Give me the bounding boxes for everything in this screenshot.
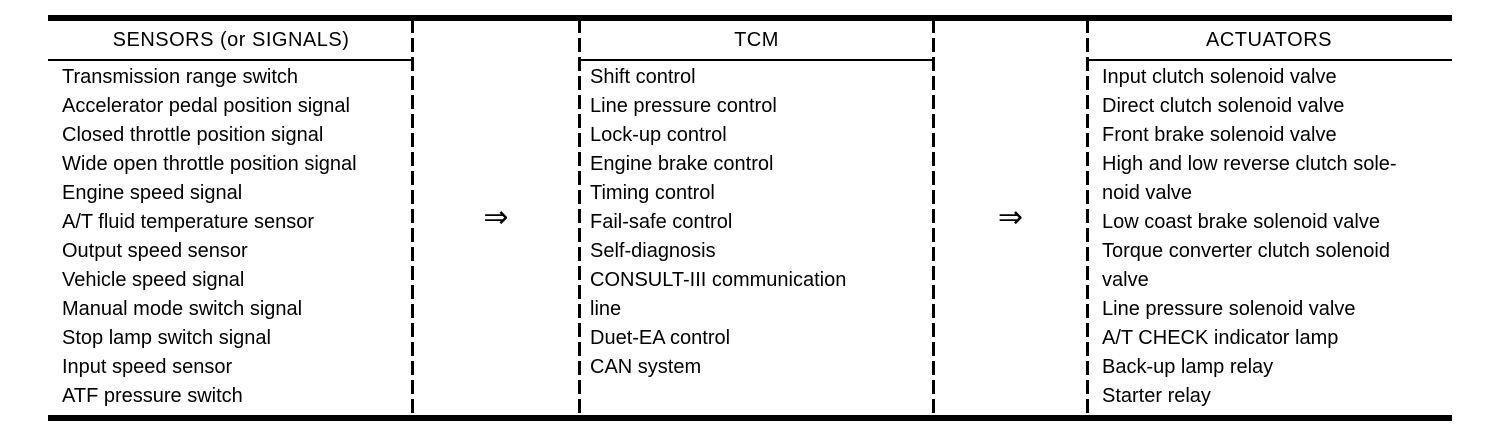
list-line: A/T fluid temperature sensor bbox=[62, 211, 314, 233]
tcm-column-left-divider bbox=[578, 19, 581, 417]
list-line: Vehicle speed signal bbox=[62, 269, 245, 291]
list-line: Low coast brake solenoid valve bbox=[1102, 211, 1380, 233]
list-line: valve bbox=[1102, 269, 1149, 291]
sensors-header-label: SENSORS (or SIGNALS) bbox=[112, 28, 350, 51]
sensors-column-right-divider bbox=[411, 19, 414, 417]
right-double-arrow-icon: ⇒ bbox=[997, 200, 1024, 235]
list-line: Accelerator pedal position signal bbox=[62, 95, 350, 117]
tcm-header-label: TCM bbox=[734, 28, 779, 51]
list-line: Transmission range switch bbox=[62, 66, 299, 88]
list-line: line bbox=[590, 298, 622, 320]
list-line: Shift control bbox=[590, 66, 696, 88]
list-line: Engine brake control bbox=[590, 153, 774, 175]
tcm-to-actuators-arrow-zone: ⇒ bbox=[935, 15, 1086, 421]
actuators-column-header: ACTUATORS bbox=[1086, 21, 1452, 59]
list-line: noid valve bbox=[1102, 182, 1193, 204]
list-line: Fail-safe control bbox=[590, 211, 733, 233]
list-line: Engine speed signal bbox=[62, 182, 243, 204]
list-line: Line pressure control bbox=[590, 95, 777, 117]
sensors-header-underline bbox=[48, 59, 414, 61]
tcm-header-underline bbox=[578, 59, 935, 61]
list-line: Direct clutch solenoid valve bbox=[1102, 95, 1345, 117]
sensors-tcm-actuators-diagram: SENSORS (or SIGNALS) TCM ACTUATORS Trans… bbox=[48, 15, 1452, 421]
list-line: Timing control bbox=[590, 182, 715, 204]
right-double-arrow-icon: ⇒ bbox=[483, 200, 509, 235]
list-line: Wide open throttle position signal bbox=[62, 153, 357, 175]
tcm-column-right-divider bbox=[932, 19, 935, 417]
list-line: Output speed sensor bbox=[62, 240, 248, 262]
actuators-column-left-divider bbox=[1086, 19, 1089, 417]
sensors-column-header: SENSORS (or SIGNALS) bbox=[48, 21, 414, 59]
list-line: Front brake solenoid valve bbox=[1102, 124, 1337, 146]
list-line: Lock-up control bbox=[590, 124, 727, 146]
list-line: Torque converter clutch solenoid bbox=[1102, 240, 1390, 262]
list-line: A/T CHECK indicator lamp bbox=[1102, 327, 1339, 349]
actuators-header-label: ACTUATORS bbox=[1206, 28, 1332, 51]
list-line: Manual mode switch signal bbox=[62, 298, 303, 320]
actuators-header-underline bbox=[1086, 59, 1452, 61]
list-line: Input clutch solenoid valve bbox=[1102, 66, 1337, 88]
list-line: Stop lamp switch signal bbox=[62, 327, 271, 349]
list-line: ATF pressure switch bbox=[62, 385, 243, 407]
list-line: CONSULT-III communication bbox=[590, 269, 847, 291]
list-line: Input speed sensor bbox=[62, 356, 233, 378]
tcm-column-header: TCM bbox=[578, 21, 935, 59]
list-line: High and low reverse clutch sole- bbox=[1102, 153, 1397, 175]
sensors-to-tcm-arrow-zone: ⇒ bbox=[414, 15, 578, 421]
list-line: Duet-EA control bbox=[590, 327, 731, 349]
top-rule bbox=[48, 15, 1452, 21]
list-line: Line pressure solenoid valve bbox=[1102, 298, 1356, 320]
list-line: Self-diagnosis bbox=[590, 240, 716, 262]
list-line: CAN system bbox=[590, 356, 702, 378]
bottom-rule bbox=[48, 415, 1452, 421]
list-line: Back-up lamp relay bbox=[1102, 356, 1274, 378]
list-line: Closed throttle position signal bbox=[62, 124, 324, 146]
list-line: Starter relay bbox=[1102, 385, 1211, 407]
